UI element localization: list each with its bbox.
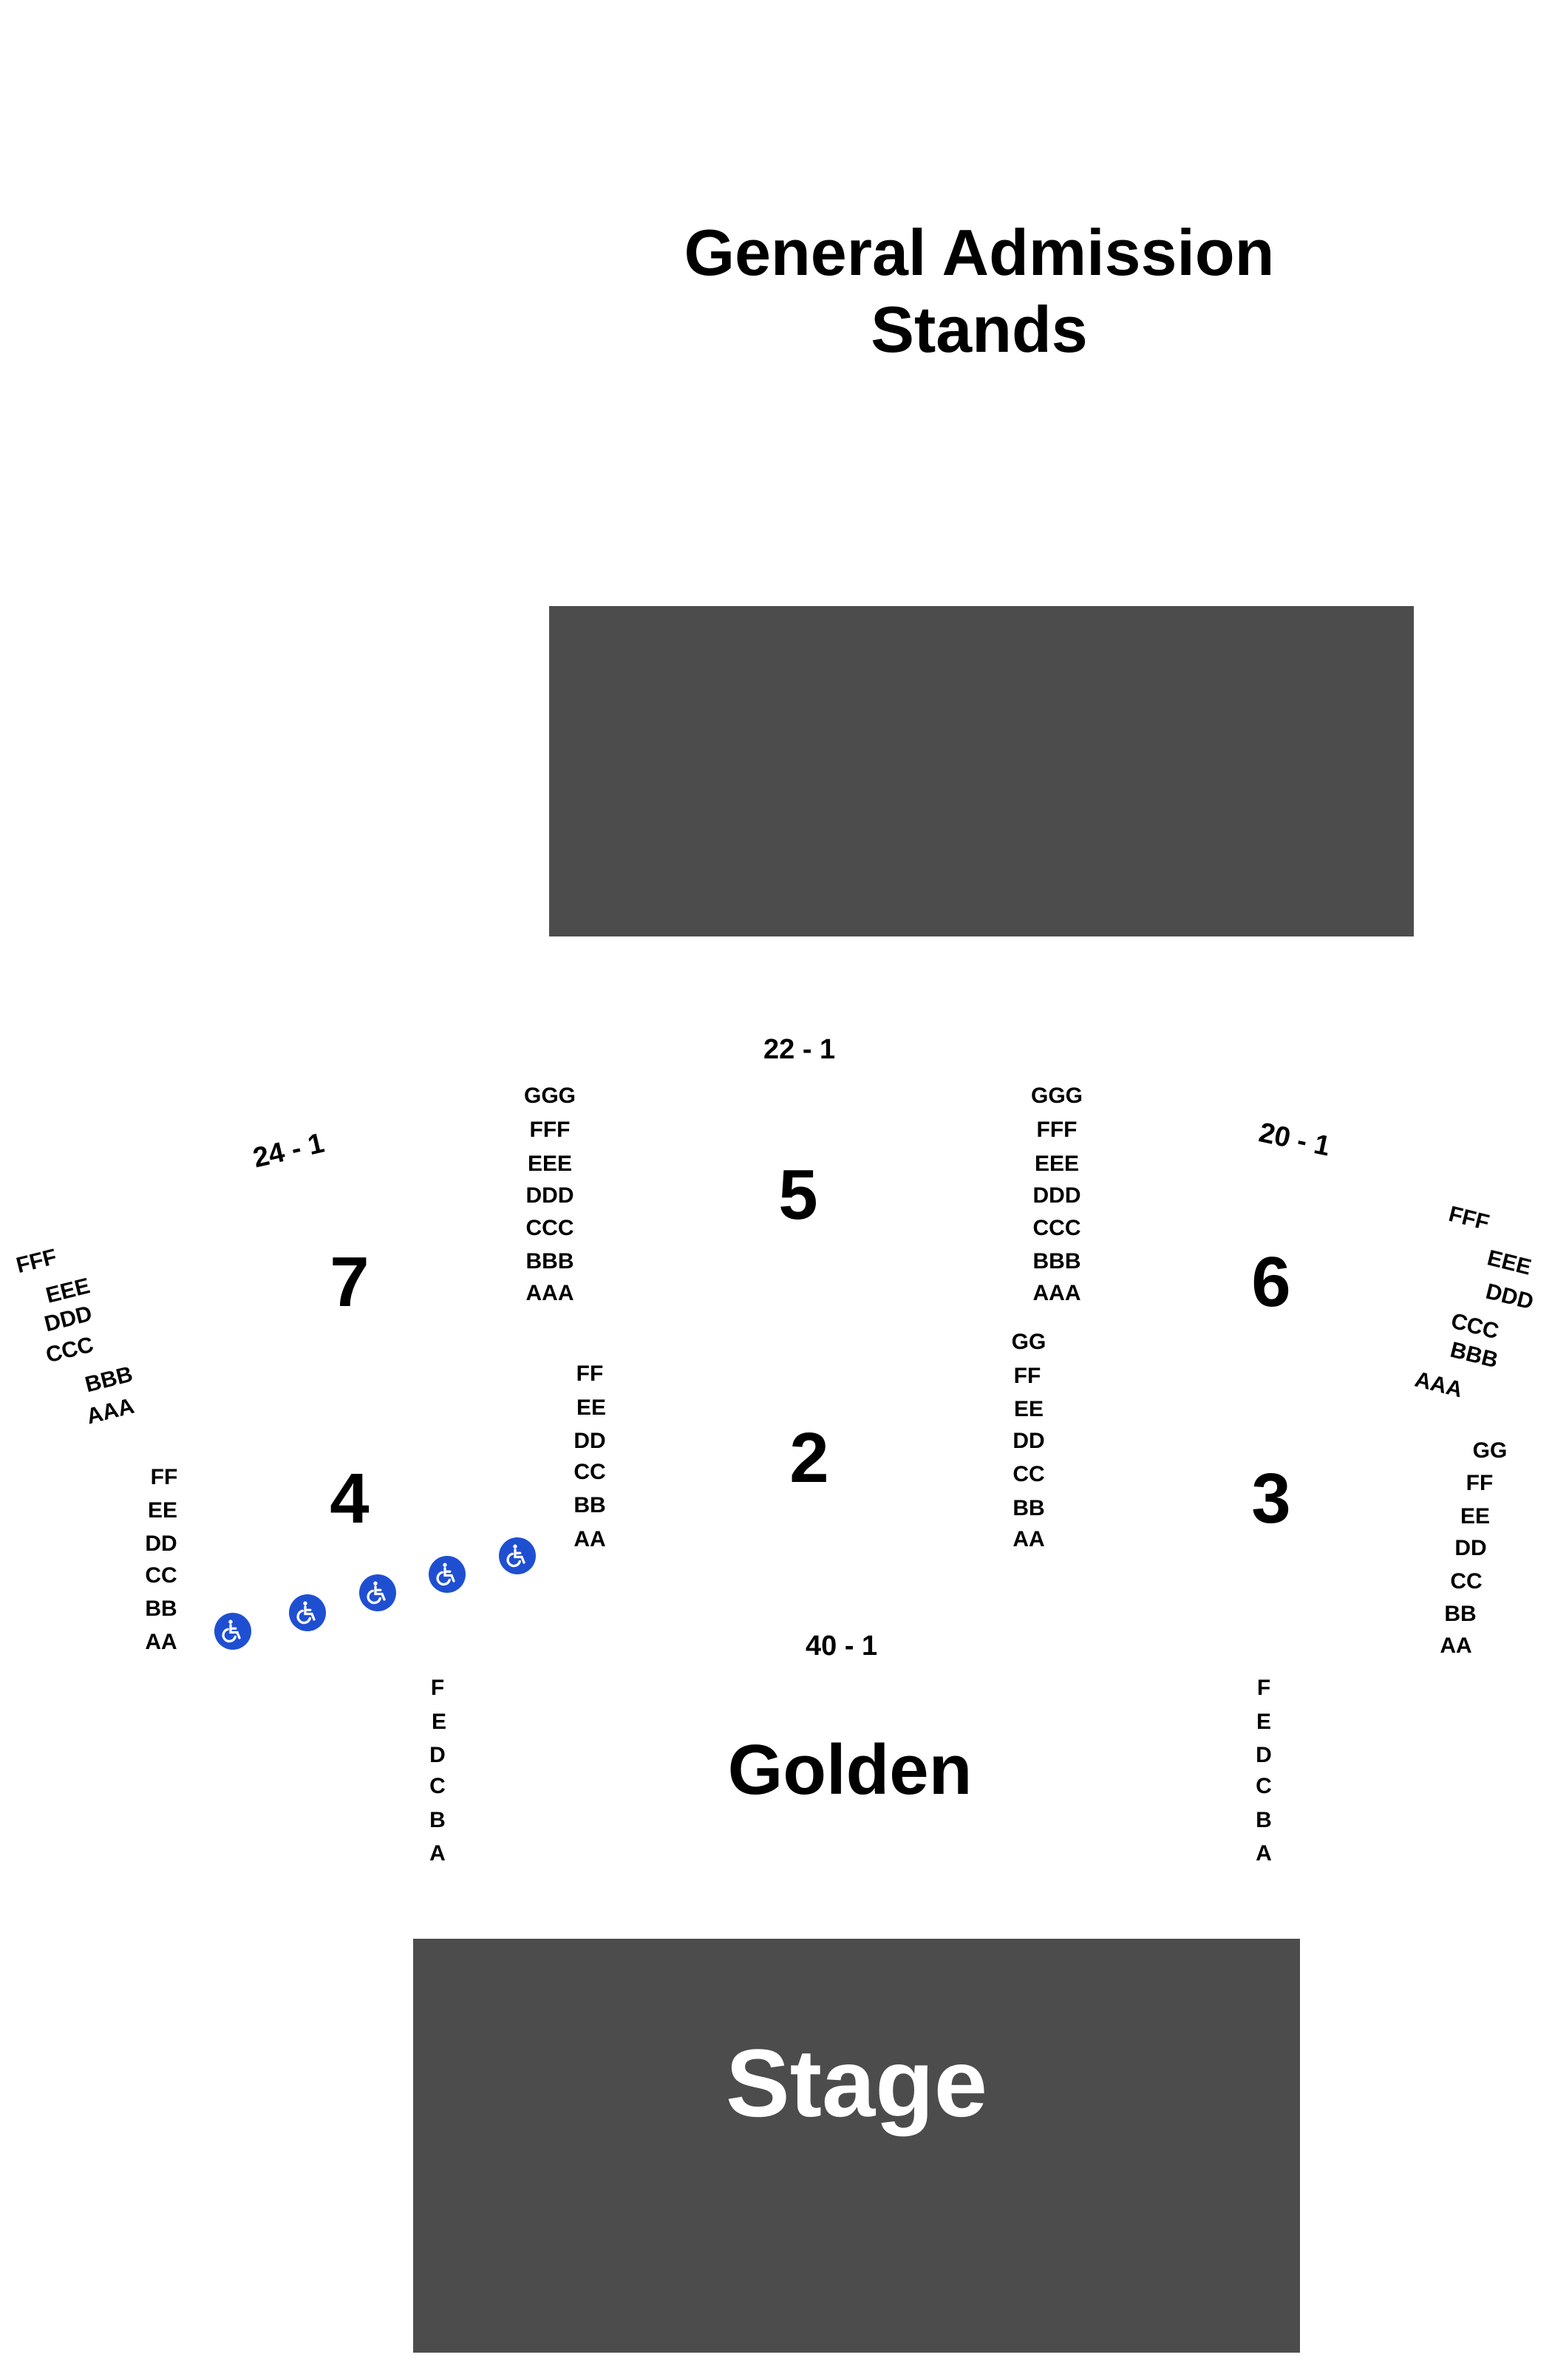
title-line-1: General Admission — [684, 216, 1275, 289]
wheelchair-icon[interactable] — [359, 1574, 396, 1611]
row-label: FFF — [13, 1244, 60, 1279]
row-label: EE — [147, 1498, 178, 1523]
row-label: F — [1256, 1676, 1271, 1700]
row-label: DDD — [1483, 1279, 1536, 1315]
row-label: EE — [1013, 1397, 1044, 1421]
row-label: FF — [576, 1361, 604, 1386]
row-label: GGG — [523, 1084, 576, 1108]
seat-range-section-6: 20 - 1 — [1256, 1117, 1333, 1163]
row-label: EEE — [527, 1152, 573, 1176]
row-label: DD — [1454, 1536, 1487, 1560]
row-label: A — [1256, 1841, 1272, 1866]
row-label: CC — [145, 1563, 177, 1588]
row-label: FFF — [1036, 1118, 1078, 1142]
row-label: BB — [145, 1597, 177, 1621]
row-label: DD — [574, 1429, 606, 1453]
row-label: AAA — [1032, 1281, 1081, 1305]
section-5-label[interactable]: 5 — [778, 1155, 818, 1234]
row-label: FFF — [1446, 1201, 1492, 1236]
row-label: GG — [1472, 1438, 1508, 1463]
general-admission-stands-block[interactable] — [549, 606, 1414, 936]
seat-range-section-7: 24 - 1 — [250, 1127, 327, 1174]
row-label: DDD — [525, 1183, 574, 1208]
row-label: EE — [1460, 1504, 1491, 1529]
row-label: AAA — [84, 1393, 137, 1429]
stage-block: Stage — [413, 1939, 1300, 2353]
row-label: CCC — [1032, 1216, 1081, 1240]
row-label: F — [430, 1676, 445, 1700]
wheelchair-icon[interactable] — [214, 1613, 251, 1650]
row-label: E — [1256, 1710, 1271, 1734]
row-label: DD — [1012, 1429, 1045, 1453]
row-label: BB — [574, 1493, 606, 1517]
row-label: EE — [576, 1395, 607, 1420]
row-label: CC — [1450, 1569, 1483, 1594]
seat-range-section-2: 40 - 1 — [806, 1631, 878, 1662]
row-label: AA — [1012, 1527, 1045, 1551]
row-label: FF — [150, 1465, 178, 1489]
row-label: BB — [1444, 1602, 1477, 1626]
row-label: DD — [145, 1531, 177, 1556]
row-label: E — [431, 1710, 446, 1734]
row-label: BB — [1012, 1496, 1045, 1520]
row-label: AA — [574, 1527, 606, 1551]
row-label: AAA — [1412, 1367, 1466, 1403]
row-label: FF — [1466, 1471, 1494, 1495]
golden-section-label[interactable]: Golden — [727, 1730, 973, 1809]
row-label: AA — [1440, 1633, 1472, 1658]
row-label: CCC — [43, 1332, 96, 1368]
row-label: D — [429, 1743, 446, 1767]
row-label: BBB — [525, 1249, 574, 1274]
row-label: AA — [145, 1630, 177, 1654]
section-6-label[interactable]: 6 — [1251, 1242, 1291, 1322]
wheelchair-icon[interactable] — [429, 1556, 466, 1593]
row-label: BBB — [82, 1361, 135, 1398]
wheelchair-icon[interactable] — [499, 1537, 536, 1574]
row-label: D — [1256, 1743, 1272, 1767]
stage-label: Stage — [725, 2029, 987, 2137]
row-label: EEE — [1485, 1245, 1534, 1280]
row-label: CC — [574, 1460, 606, 1484]
wheelchair-icon[interactable] — [289, 1594, 326, 1631]
row-label: CCC — [525, 1216, 574, 1240]
row-label: EEE — [1034, 1152, 1080, 1176]
section-3-label[interactable]: 3 — [1251, 1459, 1291, 1538]
title-line-2: Stands — [871, 293, 1088, 366]
section-4-label[interactable]: 4 — [330, 1459, 370, 1538]
seat-range-section-5: 22 - 1 — [763, 1034, 836, 1065]
row-label: CC — [1012, 1462, 1045, 1486]
row-label: DDD — [1032, 1183, 1081, 1208]
row-label: GGG — [1030, 1084, 1083, 1108]
row-label: A — [429, 1841, 446, 1866]
row-label: C — [429, 1774, 446, 1798]
row-label: BBB — [1032, 1249, 1081, 1274]
general-admission-title: General Admission Stands — [650, 214, 1308, 368]
row-label: C — [1256, 1774, 1272, 1798]
row-label: FF — [1013, 1364, 1041, 1388]
section-2-label[interactable]: 2 — [789, 1418, 829, 1497]
row-label: B — [429, 1808, 446, 1832]
section-7-label[interactable]: 7 — [330, 1242, 370, 1322]
row-label: B — [1256, 1808, 1272, 1832]
row-label: GG — [1011, 1330, 1046, 1354]
row-label: AAA — [525, 1281, 574, 1305]
row-label: FFF — [529, 1118, 571, 1142]
